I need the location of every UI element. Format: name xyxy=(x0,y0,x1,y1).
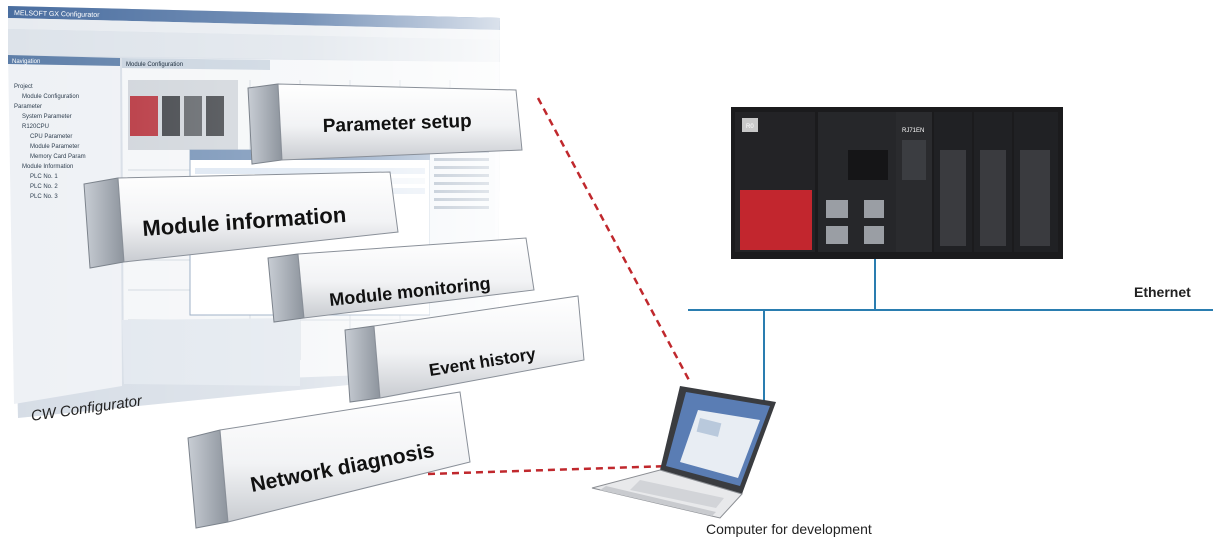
ethernet-caption: Ethernet xyxy=(1134,284,1191,300)
module-information-block: Module information xyxy=(83,171,399,269)
tree-item: System Parameter xyxy=(22,114,72,120)
dashed-link-upper xyxy=(536,97,692,383)
module-monitoring-block: Module monitoring xyxy=(267,237,535,323)
tab-module-configuration: Module Configuration xyxy=(126,62,183,68)
tree-item: CPU Parameter xyxy=(30,134,72,140)
tree-item: Module Information xyxy=(22,164,73,170)
event-history-block: Event history xyxy=(344,295,585,403)
tree-item: PLC No. 2 xyxy=(30,184,58,190)
tree-item: Module Configuration xyxy=(22,94,79,100)
plc-display: R0 xyxy=(746,124,754,130)
tree-item: Memory Card Param xyxy=(30,154,86,160)
tree-item: PLC No. 3 xyxy=(30,194,58,200)
tree-item: R120CPU xyxy=(22,124,49,130)
tree-item: Module Parameter xyxy=(30,144,79,150)
parameter-setup-label: Parameter setup xyxy=(322,111,472,137)
software-title: MELSOFT GX Configurator xyxy=(14,10,100,19)
parameter-setup-block: Parameter setup xyxy=(247,83,523,165)
tree-item: PLC No. 1 xyxy=(30,174,58,180)
network-diagnosis-block: Network diagnosis xyxy=(187,391,471,529)
tree-item: Project xyxy=(14,84,33,90)
plc-module-label: RJ71EN xyxy=(902,128,924,134)
navigation-title: Navigation xyxy=(12,59,40,65)
tree-item: Parameter xyxy=(14,104,42,110)
computer-caption: Computer for development xyxy=(706,521,872,537)
dashed-link-lower xyxy=(427,464,671,476)
